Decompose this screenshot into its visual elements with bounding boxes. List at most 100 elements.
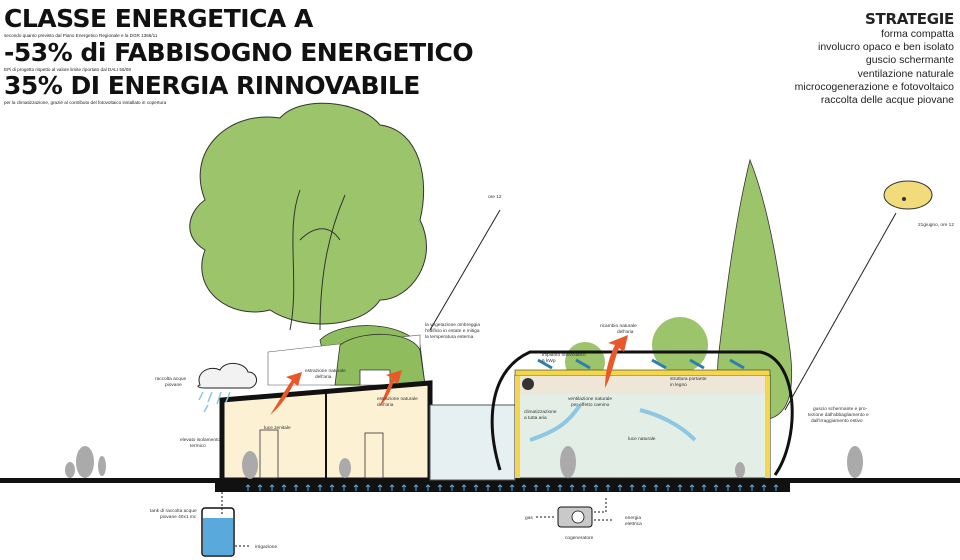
heat-arrow-icon: [449, 484, 455, 491]
heat-arrow-icon: [653, 484, 659, 491]
heat-arrow-icon: [689, 484, 695, 491]
heat-arrow-icon: [497, 484, 503, 491]
heat-arrow-icon: [341, 484, 347, 491]
label-vegetation: la temperatura esterna: [425, 334, 474, 340]
label-pv: 6 kWp: [542, 358, 556, 364]
heat-arrow-icon: [725, 484, 731, 491]
heat-arrow-icon: [437, 484, 443, 491]
heat-arrow-icon: [557, 484, 563, 491]
heat-arrow-icon: [353, 484, 359, 491]
sun-ray-line: [784, 212, 897, 411]
label-extraction: dell'aria: [315, 374, 332, 380]
heat-arrow-icon: [305, 484, 311, 491]
heat-arrow-icon: [461, 484, 467, 491]
label-ore12: ore 12: [488, 194, 502, 200]
headline-energy-class: CLASSE ENERGETICA A: [4, 4, 313, 33]
label-shell: guscio schermante e pro-: [813, 406, 868, 412]
heat-arrow-icon: [533, 484, 539, 491]
note-energy-demand: EPi di progetto rispetto al valore limit…: [4, 67, 131, 72]
heat-arrow-icon: [401, 484, 407, 491]
heat-arrow-icon: [257, 484, 263, 491]
strategy-item: involucro opaco e ben isolato: [817, 41, 954, 54]
left-building: [219, 380, 433, 483]
heat-arrow-icon: [245, 484, 251, 491]
heat-arrow-icon: [365, 484, 371, 491]
label-irrigation: irrigazione: [255, 544, 277, 550]
heat-arrow-icon: [761, 484, 767, 491]
label-cogenerator: cogeneratore: [565, 535, 594, 541]
label-extraction: estrazione naturale: [305, 368, 346, 374]
label-rain: piovane: [165, 382, 182, 388]
strategies-panel: STRATEGIE forma compatta involucro opaco…: [795, 10, 955, 107]
bush: [652, 317, 708, 373]
heat-arrow-icon: [317, 484, 323, 491]
glass-connector: [429, 404, 516, 481]
heat-arrow-icon: [509, 484, 515, 491]
label-chimney: per effetto camino: [571, 402, 610, 408]
glass-pavilion: [490, 350, 794, 479]
sun-ray-line-left: [429, 209, 501, 331]
label-pv: impianto fotovoltaico: [542, 352, 586, 358]
heat-arrow-icon: [737, 484, 743, 491]
label-air-change: dell'aria: [617, 329, 634, 335]
label-sun-time: 21giugno, ore 12: [918, 222, 954, 228]
heat-arrow-icon: [485, 484, 491, 491]
note-renewable: per la climatizzazione, grazie al contri…: [4, 100, 167, 105]
heat-arrow-icon: [569, 484, 575, 491]
heat-arrow-icon: [329, 484, 335, 491]
heat-arrow-icon: [605, 484, 611, 491]
heat-arrow-icon: [269, 484, 275, 491]
heat-arrow-icon: [713, 484, 719, 491]
heat-arrow-icon: [641, 484, 647, 491]
heat-arrow-icon: [281, 484, 287, 491]
label-tank: tank di raccolta acque: [150, 508, 197, 514]
label-rain: raccolta acque: [155, 376, 187, 382]
heat-arrow-icon: [593, 484, 599, 491]
foundation-slab: [215, 478, 790, 492]
strategies-title: STRATEGIE: [865, 10, 954, 28]
strategy-item: guscio schermante: [865, 54, 954, 67]
heat-arrow-icon: [425, 484, 431, 491]
rainwater-tank: [201, 492, 250, 557]
strategy-item: forma compatta: [881, 28, 954, 40]
large-tree: [189, 102, 427, 386]
label-extraction: dell'aria: [377, 402, 394, 408]
heat-arrow-icon: [545, 484, 551, 491]
label-shell: dall'irraggiamento estivo: [811, 418, 863, 424]
strategy-item: ventilazione naturale: [857, 67, 954, 80]
label-chimney: ventilazione naturale: [568, 396, 612, 402]
label-vegetation: la vegetazione ombreggia: [425, 322, 480, 328]
people-figures: [65, 446, 863, 478]
heat-arrow-icon: [749, 484, 755, 491]
label-shell: tezione dall'abbagliamento e: [808, 412, 869, 418]
heat-arrow-icon: [677, 484, 683, 491]
heat-arrow-icon: [377, 484, 383, 491]
label-skylight: luce zenitale: [264, 425, 291, 431]
heat-arrow-icon: [413, 484, 419, 491]
air-extraction-arrows: [270, 335, 628, 415]
label-electric: elettrica: [625, 521, 642, 527]
heat-arrow-icon: [389, 484, 395, 491]
label-extraction: estrazione naturale: [377, 396, 418, 402]
label-tank: piovane 40x1 mc: [160, 514, 197, 520]
headline-energy-demand: -53% di FABBISOGNO ENERGETICO: [4, 38, 474, 67]
note-energy-class: secondo quanto previsto dal Piano Energe…: [4, 33, 158, 38]
headline-renewable: 35% DI ENERGIA RINNOVABILE: [4, 71, 420, 100]
heat-arrow-icon: [521, 484, 527, 491]
label-electric: energia: [625, 515, 641, 521]
label-air-change: ricambio naturale: [600, 323, 637, 329]
sun-icon: [883, 180, 933, 210]
ventilation-flow: [529, 403, 697, 442]
heat-arrow-icon: [293, 484, 299, 491]
rain-cloud-icon: [197, 363, 257, 413]
heat-arrow-icon: [773, 484, 779, 491]
cogenerator-unit: [536, 496, 612, 528]
heat-arrow-icon: [665, 484, 671, 491]
heat-arrow-icon: [701, 484, 707, 491]
heat-arrow-icon: [629, 484, 635, 491]
label-insulation: termico: [190, 443, 206, 449]
heat-arrow-icon: [617, 484, 623, 491]
label-vegetation: l'edificio in estate e mitiga: [425, 328, 480, 334]
label-gas: gas: [525, 516, 533, 521]
label-structure: struttura portante: [670, 376, 707, 382]
